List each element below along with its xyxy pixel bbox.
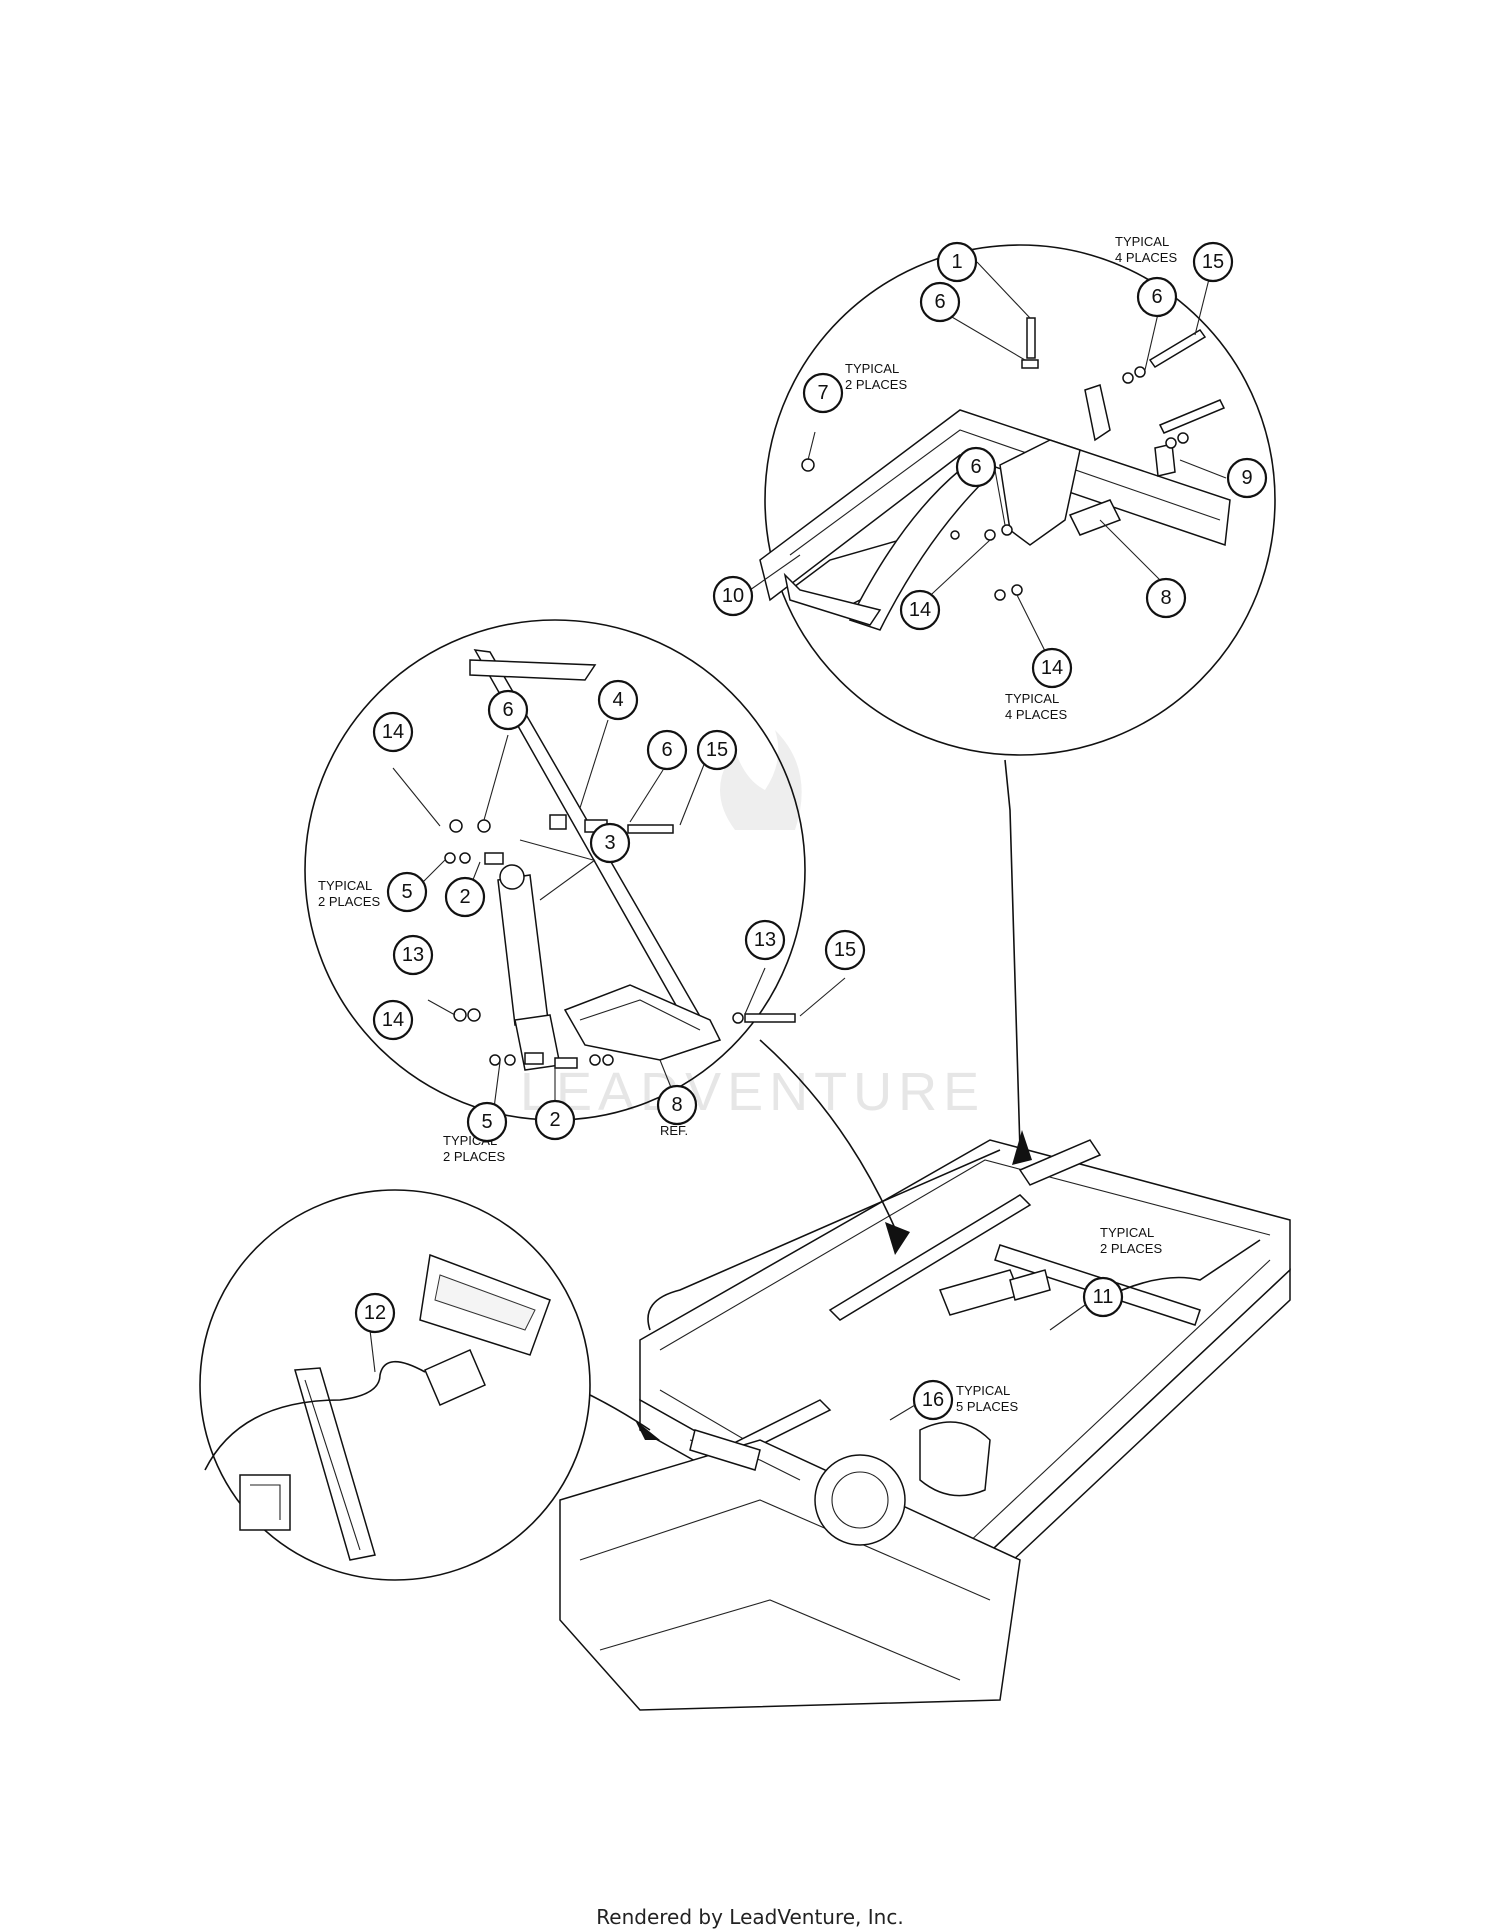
callout-8: 8: [656, 1084, 698, 1126]
note-typical-2-places-chassis-2: 2 PLACES: [1100, 1241, 1162, 1256]
svg-text:15: 15: [706, 739, 728, 761]
callout-2: 2: [444, 876, 486, 918]
svg-text:15: 15: [1202, 251, 1224, 273]
svg-text:4: 4: [612, 689, 623, 711]
callout-2: 2: [534, 1099, 576, 1141]
callout-6: 6: [919, 281, 961, 323]
svg-text:13: 13: [754, 929, 776, 951]
svg-text:13: 13: [402, 944, 424, 966]
svg-text:6: 6: [661, 739, 672, 761]
leader-16: [889, 1404, 916, 1421]
callout-1: 1: [936, 241, 978, 283]
notes: TYPICAL 4 PLACES TYPICAL 2 PLACES TYPICA…: [318, 234, 1177, 1414]
callout-12: 12: [354, 1292, 396, 1334]
note-typical-5-places-1: TYPICAL: [956, 1383, 1010, 1398]
svg-text:5: 5: [481, 1111, 492, 1133]
svg-text:9: 9: [1241, 467, 1252, 489]
svg-text:15: 15: [834, 939, 856, 961]
watermark: LEADVENTURE: [520, 730, 985, 1122]
callout-16: 16: [912, 1379, 954, 1421]
callout-14: 14: [372, 999, 414, 1041]
svg-text:5: 5: [401, 881, 412, 903]
callout-4: 4: [597, 679, 639, 721]
detail-circle-middle: [304, 619, 846, 1121]
svg-text:6: 6: [934, 291, 945, 313]
callout-13: 13: [744, 919, 786, 961]
note-ref: REF.: [660, 1123, 688, 1138]
note-typical-2-places-chassis-1: TYPICAL: [1100, 1225, 1154, 1240]
note-typical-4-places-bottom-1: TYPICAL: [1005, 691, 1059, 706]
callout-7: 7: [802, 372, 844, 414]
note-typical-2-places-mid-1: TYPICAL: [318, 878, 372, 893]
arrow-head-bottom: [635, 1420, 660, 1440]
svg-text:6: 6: [1151, 286, 1162, 308]
callout-6: 6: [646, 729, 688, 771]
note-typical-2-places-mid-2: 2 PLACES: [318, 894, 380, 909]
svg-text:6: 6: [970, 456, 981, 478]
svg-text:3: 3: [604, 832, 615, 854]
note-typical-4-places-top-1: TYPICAL: [1115, 234, 1169, 249]
svg-text:10: 10: [722, 585, 744, 607]
svg-text:2: 2: [549, 1109, 560, 1131]
svg-text:6: 6: [502, 699, 513, 721]
callout-14: 14: [372, 711, 414, 753]
note-typical-4-places-bottom-2: 4 PLACES: [1005, 707, 1067, 722]
svg-text:2: 2: [459, 886, 470, 908]
callout-6: 6: [955, 446, 997, 488]
svg-text:14: 14: [382, 1009, 404, 1031]
footer-credit: Rendered by LeadVenture, Inc.: [596, 1905, 904, 1929]
arrow-head-top: [1012, 1130, 1032, 1165]
note-typical-2-places-top-1: TYPICAL: [845, 361, 899, 376]
detail-circle-bottom-left: [199, 1189, 591, 1581]
callout-6: 6: [1136, 276, 1178, 318]
svg-text:16: 16: [922, 1389, 944, 1411]
callout-8: 8: [1145, 577, 1187, 619]
svg-text:8: 8: [671, 1094, 682, 1116]
svg-text:1: 1: [951, 251, 962, 273]
callout-5: 5: [386, 871, 428, 913]
callout-6: 6: [487, 689, 529, 731]
svg-text:12: 12: [364, 1302, 386, 1324]
svg-text:14: 14: [382, 721, 404, 743]
callout-5: 5: [466, 1101, 508, 1143]
callout-9: 9: [1226, 457, 1268, 499]
note-typical-2-places-low-2: 2 PLACES: [443, 1149, 505, 1164]
vehicle-chassis: [559, 1139, 1291, 1711]
callout-15: 15: [696, 729, 738, 771]
note-typical-4-places-top-2: 4 PLACES: [1115, 250, 1177, 265]
callout-14: 14: [1031, 647, 1073, 689]
svg-text:14: 14: [909, 599, 931, 621]
callout-10: 10: [712, 575, 754, 617]
arrow-head-middle: [885, 1222, 910, 1255]
svg-text:14: 14: [1041, 657, 1063, 679]
callout-14: 14: [899, 589, 941, 631]
callout-13: 13: [392, 934, 434, 976]
callout-15: 15: [1192, 241, 1234, 283]
callout-11: 11: [1082, 1276, 1124, 1318]
svg-text:7: 7: [817, 382, 828, 404]
svg-text:8: 8: [1160, 587, 1171, 609]
callout-15: 15: [824, 929, 866, 971]
note-typical-5-places-2: 5 PLACES: [956, 1399, 1018, 1414]
detail-circle-top: [749, 244, 1276, 756]
leader-11: [1049, 1304, 1086, 1331]
callout-3: 3: [589, 822, 631, 864]
watermark-text: LEADVENTURE: [520, 1062, 985, 1122]
svg-text:11: 11: [1093, 1286, 1114, 1308]
leader-arrows: [589, 759, 1032, 1440]
note-typical-2-places-top-2: 2 PLACES: [845, 377, 907, 392]
